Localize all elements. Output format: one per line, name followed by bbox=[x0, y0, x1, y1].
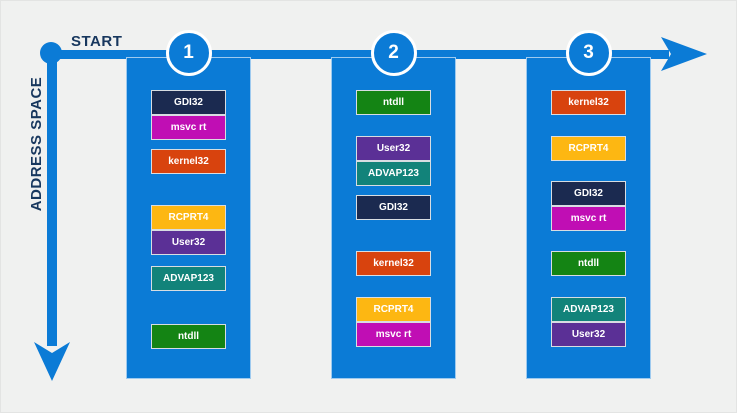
module-label: ntdll bbox=[577, 258, 600, 269]
address-space-label: ADDRESS SPACE bbox=[28, 76, 45, 212]
module-box: ADVAP123 bbox=[551, 297, 626, 322]
module-label: GDI32 bbox=[379, 202, 408, 213]
module-label: ADVAP123 bbox=[368, 168, 419, 179]
module-box: ntdll bbox=[151, 324, 226, 349]
module-label: RCPRT4 bbox=[568, 143, 609, 154]
module-label: kernel32 bbox=[568, 97, 609, 108]
module-label: User32 bbox=[376, 143, 411, 154]
module-label: ntdll bbox=[382, 97, 405, 108]
module-box: GDI32 bbox=[151, 90, 226, 115]
module-box: User32 bbox=[551, 322, 626, 347]
module-box: User32 bbox=[356, 136, 431, 161]
module-label: msvc rt bbox=[170, 122, 207, 133]
module-box: kernel32 bbox=[551, 90, 626, 115]
module-label: RCPRT4 bbox=[373, 304, 414, 315]
module-box: msvc rt bbox=[356, 322, 431, 347]
address-space-axis-line bbox=[47, 54, 57, 346]
module-box: RCPRT4 bbox=[551, 136, 626, 161]
module-label: kernel32 bbox=[168, 156, 209, 167]
module-box: msvc rt bbox=[551, 206, 626, 231]
module-label: kernel32 bbox=[373, 258, 414, 269]
module-label: GDI32 bbox=[174, 97, 203, 108]
module-label: User32 bbox=[171, 237, 206, 248]
module-box: GDI32 bbox=[356, 195, 431, 220]
step-circle: 3 bbox=[565, 30, 612, 76]
module-box: kernel32 bbox=[356, 251, 431, 276]
step-circle: 1 bbox=[165, 30, 212, 76]
module-box: GDI32 bbox=[551, 181, 626, 206]
start-label: START bbox=[71, 33, 123, 50]
module-label: msvc rt bbox=[570, 213, 607, 224]
module-label: RCPRT4 bbox=[168, 212, 209, 223]
module-box: ntdll bbox=[551, 251, 626, 276]
module-label: User32 bbox=[571, 329, 606, 340]
module-box: ntdll bbox=[356, 90, 431, 115]
start-dot-icon bbox=[40, 42, 62, 64]
module-box: RCPRT4 bbox=[151, 205, 226, 230]
module-box: User32 bbox=[151, 230, 226, 255]
module-label: ntdll bbox=[177, 331, 200, 342]
module-label: msvc rt bbox=[375, 329, 412, 340]
module-box: msvc rt bbox=[151, 115, 226, 140]
module-box: ADVAP123 bbox=[151, 266, 226, 291]
module-label: ADVAP123 bbox=[563, 304, 614, 315]
module-label: ADVAP123 bbox=[163, 273, 214, 284]
module-box: ADVAP123 bbox=[356, 161, 431, 186]
step-circle: 2 bbox=[370, 30, 417, 76]
module-label: GDI32 bbox=[574, 188, 603, 199]
module-box: kernel32 bbox=[151, 149, 226, 174]
start-axis-line bbox=[47, 50, 669, 59]
module-box: RCPRT4 bbox=[356, 297, 431, 322]
down-arrowhead-icon bbox=[34, 342, 70, 381]
right-arrowhead-icon bbox=[661, 37, 707, 71]
